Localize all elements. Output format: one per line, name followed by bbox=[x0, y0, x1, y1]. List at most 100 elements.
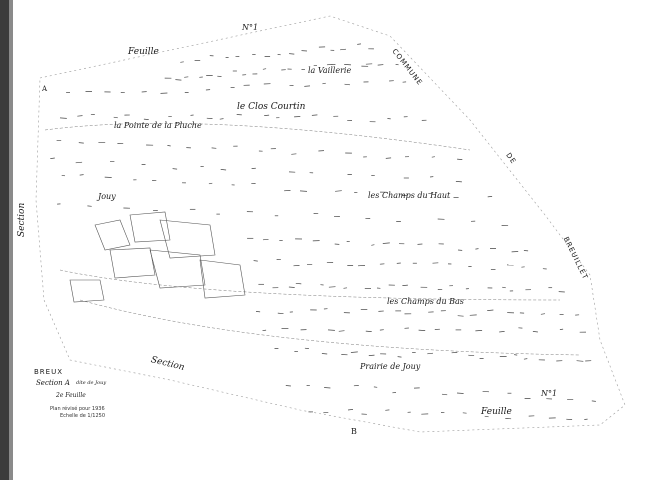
parcel-tick bbox=[277, 312, 284, 315]
parcel-tick bbox=[523, 358, 528, 360]
parcel-tick bbox=[75, 161, 83, 164]
parcel-tick bbox=[343, 287, 348, 289]
parcel-tick bbox=[113, 116, 118, 119]
parcel-tick bbox=[288, 286, 295, 288]
road-upper bbox=[44, 123, 471, 151]
parcel-tick bbox=[311, 114, 318, 116]
label-no1-top: N°1 bbox=[242, 23, 259, 32]
parcel-tick bbox=[401, 194, 408, 196]
parcel-strips bbox=[50, 43, 596, 420]
parcel-tick bbox=[475, 248, 479, 250]
parcel-tick bbox=[576, 360, 584, 362]
parcel-tick bbox=[289, 53, 295, 55]
scan-edge-strip bbox=[0, 0, 9, 480]
parcel-tick bbox=[335, 190, 342, 192]
title-feuille: 2e Feuille bbox=[56, 392, 86, 399]
road-middle bbox=[59, 269, 561, 301]
label-feuille-top: Feuille bbox=[128, 47, 159, 57]
parcel-tick bbox=[482, 390, 490, 393]
parcel-tick bbox=[175, 79, 182, 81]
parcel-tick bbox=[344, 83, 351, 86]
parcel-tick bbox=[371, 244, 375, 246]
parcel-tick bbox=[50, 157, 55, 159]
label-no1-bottom: N°1 bbox=[541, 389, 558, 398]
label-section-left: Section bbox=[17, 202, 27, 237]
parcel-tick bbox=[365, 330, 372, 332]
parcel-tick bbox=[344, 64, 352, 66]
parcel-tick bbox=[499, 331, 505, 333]
parcel-tick bbox=[468, 354, 475, 357]
parcel-tick bbox=[59, 117, 67, 119]
label-a: A bbox=[42, 85, 48, 93]
parcel-tick bbox=[295, 282, 302, 285]
parcel-tick bbox=[397, 356, 402, 358]
parcel-tick bbox=[79, 174, 84, 176]
parcel-tick bbox=[253, 260, 258, 262]
parcel-tick bbox=[591, 400, 596, 402]
parcel-tick bbox=[77, 115, 83, 117]
title-echelle: Echelle de 1/1250 bbox=[60, 413, 106, 419]
parcel-tick bbox=[262, 329, 267, 332]
title-plan-revise: Plan révisé pour 1936 bbox=[50, 406, 105, 412]
parcel-tick bbox=[180, 61, 184, 63]
parcel-tick bbox=[382, 242, 390, 244]
label-champs-haut: les Champs du Haut bbox=[368, 191, 451, 200]
parcel-tick bbox=[484, 415, 489, 418]
label-pointe-pluche: la Pointe de la Pluche bbox=[114, 121, 202, 130]
parcel-tick bbox=[322, 82, 326, 85]
parcel-tick bbox=[340, 48, 347, 51]
parcel-tick bbox=[327, 329, 335, 331]
title-section: Section A bbox=[36, 379, 70, 387]
parcel-tick bbox=[304, 85, 311, 87]
parcel-tick bbox=[172, 168, 178, 170]
parcel-tick bbox=[61, 174, 66, 177]
parcel-tick bbox=[431, 156, 435, 158]
label-la-vaillerie: la Vaillerie bbox=[308, 66, 352, 75]
parcel-tick bbox=[456, 392, 464, 394]
parcel-tick bbox=[208, 182, 213, 185]
title-dite: dite de Jouy bbox=[76, 380, 107, 386]
parcel-tick bbox=[455, 181, 462, 183]
parcel-tick bbox=[264, 114, 270, 116]
parcel-tick bbox=[377, 64, 384, 66]
parcel-tick bbox=[219, 118, 224, 120]
parcel-tick bbox=[321, 353, 328, 355]
parcel-tick bbox=[78, 142, 84, 144]
parcel-tick bbox=[347, 409, 354, 411]
scan-edge-shadow bbox=[9, 0, 13, 480]
parcel-tick bbox=[323, 411, 329, 414]
parcel-tick bbox=[402, 284, 408, 286]
parcel-tick bbox=[487, 309, 494, 311]
road-lower bbox=[79, 299, 581, 356]
label-b: B bbox=[351, 427, 357, 436]
parcel-tick bbox=[262, 238, 269, 241]
parcel-tick bbox=[427, 352, 434, 355]
parcel-tick bbox=[418, 329, 426, 331]
parcel-tick bbox=[502, 286, 506, 289]
parcel-tick bbox=[220, 169, 227, 171]
parcel-tick bbox=[385, 157, 392, 159]
title-commune: BREUX bbox=[34, 368, 64, 376]
parcel-tick bbox=[559, 328, 564, 330]
parcel-tick bbox=[262, 68, 267, 70]
parcel-tick bbox=[291, 153, 297, 155]
label-jouy: Jouy bbox=[98, 192, 116, 201]
label-clos-courtin: le Clos Courtin bbox=[237, 102, 306, 112]
parcel-tick bbox=[475, 330, 483, 332]
parcel-tick bbox=[255, 311, 261, 313]
parcel-tick bbox=[184, 76, 189, 78]
parcel-tick bbox=[487, 196, 493, 198]
parcel-tick bbox=[328, 286, 336, 288]
parcel-tick bbox=[532, 331, 538, 333]
parcel-tick bbox=[143, 118, 149, 120]
parcel-tick bbox=[167, 145, 171, 147]
parcel-tick bbox=[350, 351, 358, 353]
label-champs-bas: les Champs du Bas bbox=[387, 297, 464, 306]
section-boundary bbox=[35, 15, 626, 433]
label-prairie-jouy: Prairie de Jouy bbox=[360, 362, 421, 371]
label-feuille-bottom: Feuille bbox=[481, 407, 512, 417]
parcel-tick bbox=[457, 158, 463, 160]
parcel-tick bbox=[357, 43, 362, 45]
parcel-tick bbox=[299, 190, 308, 192]
